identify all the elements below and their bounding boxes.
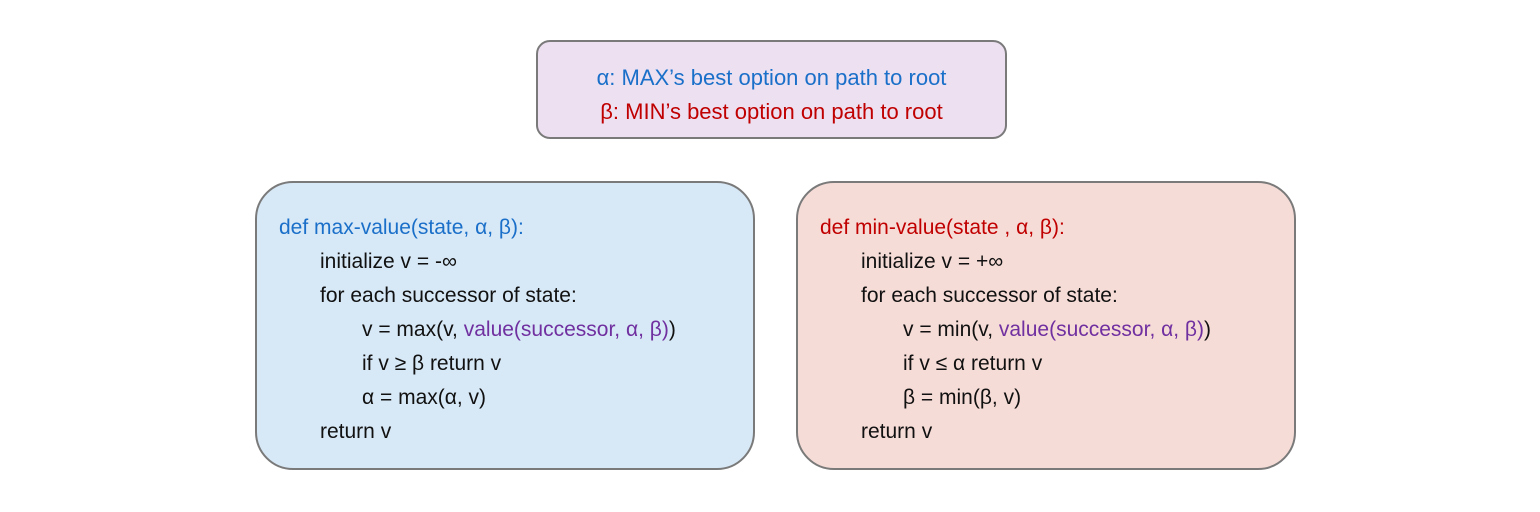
beta-definition: β: MIN’s best option on path to root — [600, 99, 943, 124]
assign-suffix: ) — [1204, 318, 1211, 341]
recursive-call: value(successor, α, β) — [463, 318, 669, 341]
max-value-box: def max-value(state, α, β): initialize v… — [255, 181, 755, 470]
min-value-box: def min-value(state , α, β): initialize … — [796, 181, 1296, 470]
max-value-init: initialize v = -∞ — [320, 250, 457, 273]
legend-box: α: MAX’s best option on path to root β: … — [536, 40, 1007, 139]
assign-prefix: v = min(v, — [903, 318, 999, 341]
min-value-update: β = min(β, v) — [903, 386, 1022, 409]
max-value-return: return v — [320, 420, 392, 443]
recursive-call: value(successor, α, β) — [998, 318, 1204, 341]
max-value-assign: v = max(v, value(successor, α, β)) — [279, 313, 753, 347]
assign-prefix: v = max(v, — [362, 318, 464, 341]
min-value-init: initialize v = +∞ — [861, 250, 1004, 273]
max-value-loop: for each successor of state: — [320, 284, 577, 307]
max-value-signature: def max-value(state, α, β): — [279, 216, 524, 239]
min-value-return: return v — [861, 420, 933, 443]
max-value-prune: if v ≥ β return v — [362, 352, 502, 375]
min-value-signature: def min-value(state , α, β): — [820, 216, 1065, 239]
assign-suffix: ) — [668, 318, 676, 341]
min-value-prune: if v ≤ α return v — [903, 352, 1043, 375]
min-value-loop: for each successor of state: — [861, 284, 1118, 307]
alpha-definition: α: MAX’s best option on path to root — [596, 65, 947, 90]
max-value-update: α = max(α, v) — [362, 386, 487, 409]
min-value-assign: v = min(v, value(successor, α, β)) — [820, 313, 1294, 347]
